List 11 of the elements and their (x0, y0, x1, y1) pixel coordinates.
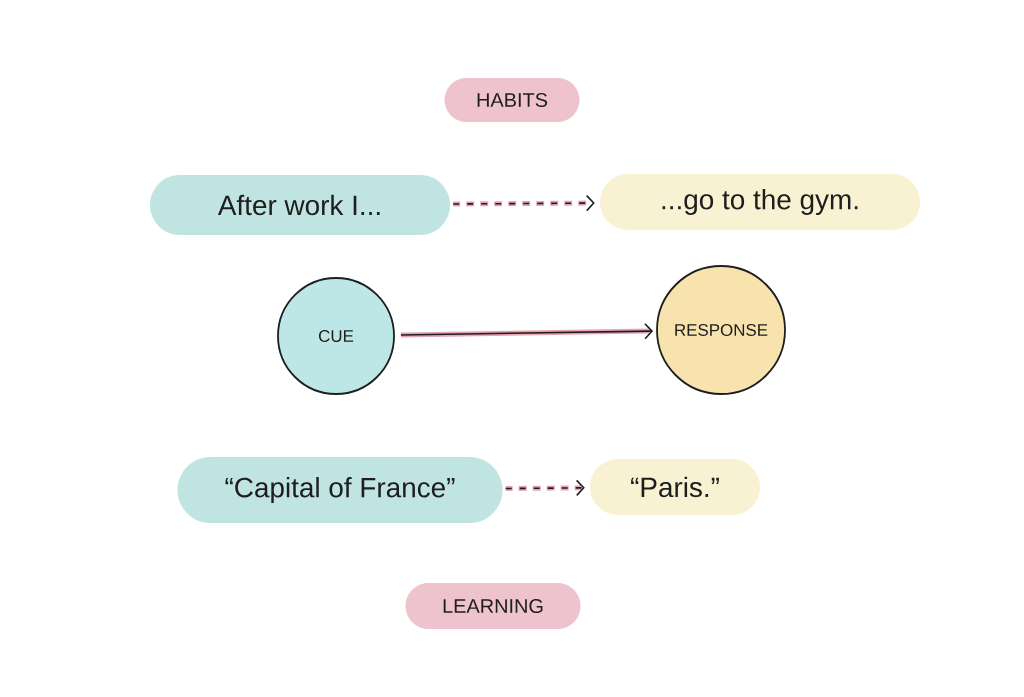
highlighted-phrase: “Capital of France” (177, 457, 503, 523)
circle-node: RESPONSE (656, 265, 786, 395)
dashed-arrow (452, 194, 595, 212)
highlighted-phrase: After work I... (150, 175, 450, 235)
highlighted-heading: LEARNING (405, 583, 581, 629)
arrow (400, 322, 654, 340)
highlighted-phrase: ...go to the gym. (600, 174, 920, 230)
dashed-arrow (504, 479, 585, 497)
highlighted-phrase: “Paris.” (590, 459, 760, 515)
highlighted-heading: HABITS (444, 78, 580, 122)
circle-node: CUE (277, 277, 395, 395)
